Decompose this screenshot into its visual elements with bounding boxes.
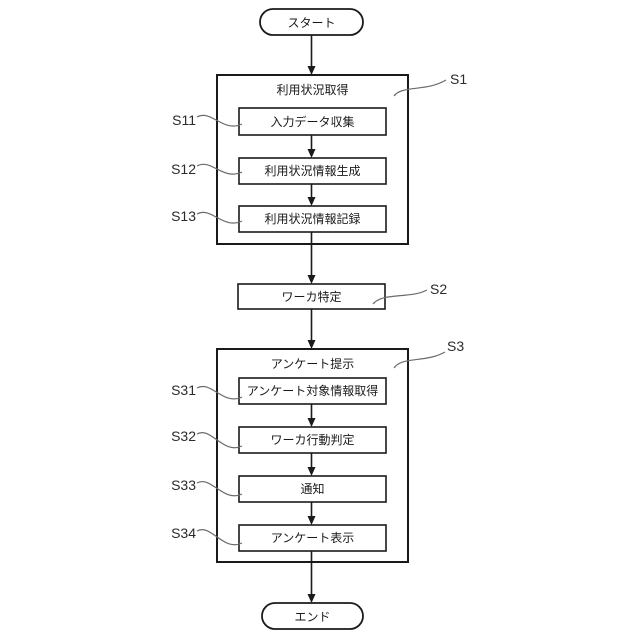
start-label: スタート: [287, 16, 335, 30]
end-terminal: [261, 602, 364, 630]
s1-group-box: [216, 74, 409, 245]
leader-line-s3: [393, 351, 446, 369]
leader-line-s1: [393, 79, 447, 97]
s31-step-box: [238, 377, 387, 405]
leader-line-s12: [196, 163, 243, 175]
s3-group-box: [216, 348, 409, 563]
s11-step-label: 入力データ収集: [270, 114, 354, 129]
s31-step-label: アンケート対象情報取得: [247, 383, 379, 398]
s32-step-label: ワーカ行動判定: [270, 432, 354, 447]
leader-line-s33: [196, 480, 243, 497]
s13-step-box: [238, 205, 387, 233]
leader-line-s34: [196, 529, 243, 546]
leader-line-s31: [196, 385, 243, 400]
s2-step-label: ワーカ特定: [281, 289, 341, 304]
s33-step-box: [238, 475, 387, 503]
s12-step-label: 利用状況情報生成: [264, 163, 360, 178]
arrowhead-s33-s34: [307, 516, 316, 525]
ref-label-s12: S12: [171, 161, 196, 177]
ref-label-s34: S34: [171, 525, 196, 541]
s12-step-box: [238, 157, 387, 185]
arrowhead-s31-s32: [307, 418, 316, 427]
arrowhead-s2-s3: [307, 340, 316, 349]
leader-line-s32: [196, 432, 243, 449]
s34-step-box: [238, 524, 387, 552]
s3-group-title: アンケート提示: [271, 356, 355, 371]
s13-step-label: 利用状況情報記録: [264, 211, 360, 226]
s33-step-label: 通知: [300, 482, 324, 496]
leader-line-s2: [372, 289, 428, 305]
ref-label-s2: S2: [430, 281, 447, 297]
s32-step-box: [238, 426, 387, 454]
ref-label-s1: S1: [450, 71, 467, 87]
s11-step-box: [238, 107, 387, 136]
leader-line-s11: [196, 114, 243, 127]
arrowhead-s32-s33: [307, 467, 316, 476]
arrowhead-s1-s2: [307, 275, 316, 284]
s1-group-title: 利用状況取得: [276, 82, 348, 97]
leader-line-s13: [196, 211, 243, 224]
arrowhead-s12-s13: [307, 197, 316, 206]
ref-label-s32: S32: [171, 428, 196, 444]
s34-step-label: アンケート表示: [271, 531, 355, 545]
ref-label-s31: S31: [171, 382, 196, 398]
arrowhead-start-s1: [307, 66, 316, 75]
s2-step-box: [237, 283, 386, 310]
ref-label-s13: S13: [171, 208, 196, 224]
end-label: エンド: [294, 610, 330, 624]
arrowhead-s3-end: [307, 594, 316, 603]
ref-label-s3: S3: [447, 338, 464, 354]
arrowhead-s11-s12: [307, 149, 316, 158]
ref-label-s33: S33: [171, 477, 196, 493]
ref-label-s11: S11: [172, 112, 196, 128]
